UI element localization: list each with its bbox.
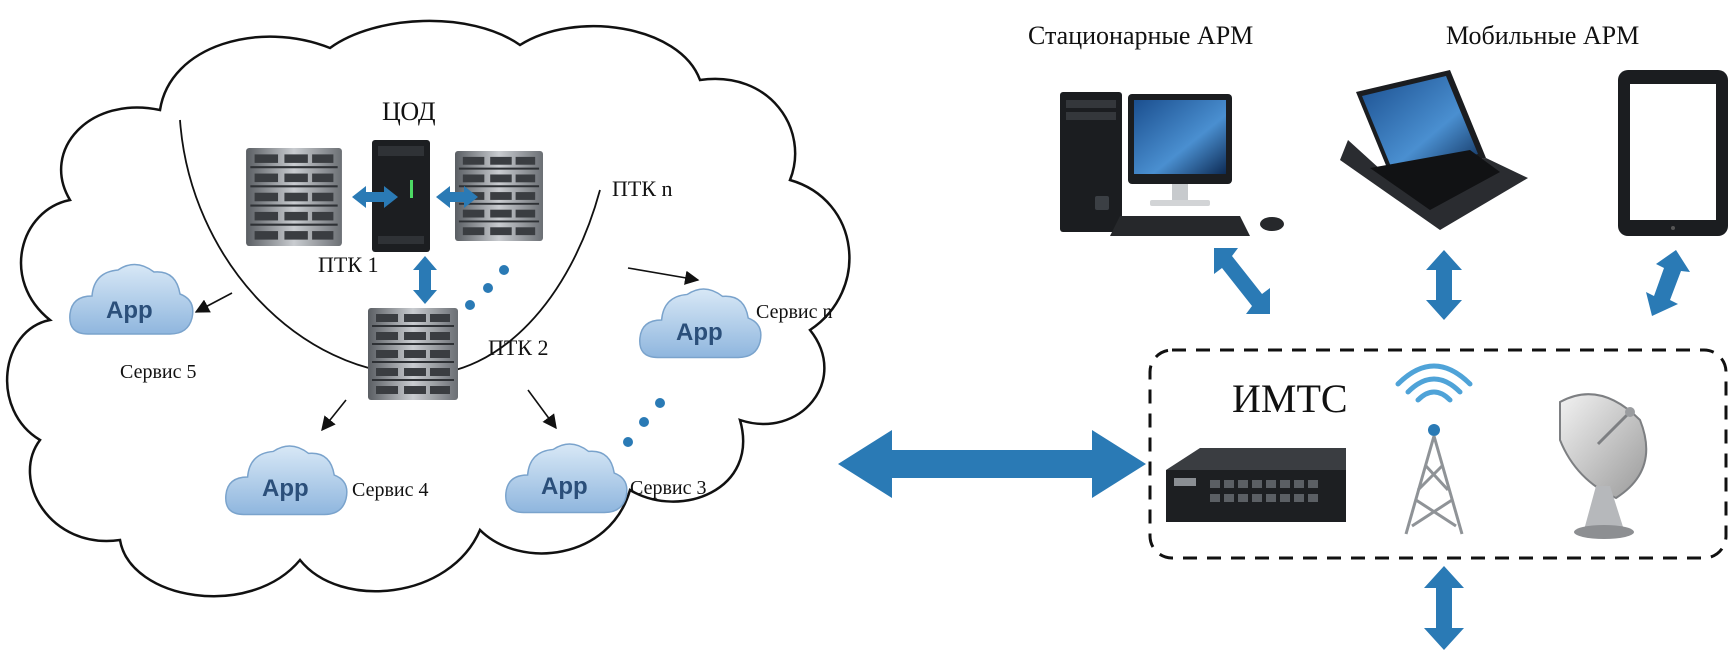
service-4: App Сервис 4: [224, 445, 428, 516]
service-3-label: Сервис 3: [630, 477, 706, 499]
stationary-workstations-title: Стационарные АРМ: [1028, 21, 1253, 50]
network-switch-icon: [1166, 448, 1346, 522]
service-n-label: Сервис n: [756, 301, 832, 323]
central-server-icon: [372, 140, 430, 252]
service-connectors: [194, 267, 700, 432]
ptk1-server-icon: [246, 148, 342, 246]
ptk1-label: ПТК 1: [318, 252, 379, 277]
imts-title: ИМТС: [1232, 376, 1348, 421]
service-3: App Сервис 3: [504, 443, 706, 514]
service-5-label: Сервис 5: [120, 361, 196, 383]
service-4-app: App: [262, 475, 309, 502]
cloud-imts-link-arrow: [838, 430, 1146, 498]
service-n: App Сервис n: [638, 288, 832, 359]
imts-boundary: [1148, 348, 1728, 560]
laptop-imts-link-arrow: [1426, 250, 1462, 320]
imts-bottom-link-arrow: [1424, 566, 1464, 650]
tablet-imts-link-arrow: [1646, 250, 1690, 316]
desktop-imts-link-arrow: [1214, 248, 1270, 314]
ellipsis-dots-services: [623, 398, 665, 447]
mobile-workstations-title: Мобильные АРМ: [1446, 21, 1639, 50]
service-3-app: App: [541, 473, 588, 500]
ptk2-server-icon: [368, 306, 458, 402]
service-n-app: App: [676, 319, 723, 346]
ptkn-label: ПТК n: [612, 176, 673, 201]
link-arrow-ptk1-center: [352, 186, 398, 208]
ellipsis-dots-ptk: [465, 265, 509, 310]
radio-tower-icon: [1395, 363, 1473, 535]
link-arrow-center-ptkn: [436, 186, 478, 208]
ptk2-label: ПТК 2: [488, 335, 549, 360]
satellite-dish-icon: [1559, 393, 1648, 539]
datacenter-title: ЦОД: [382, 97, 436, 126]
tablet-icon: [1618, 70, 1728, 236]
service-5: App Сервис 5: [69, 263, 196, 383]
desktop-computer-icon: [1060, 92, 1284, 236]
service-4-label: Сервис 4: [352, 479, 428, 501]
link-arrow-center-ptk2: [413, 256, 437, 304]
service-5-app: App: [106, 297, 153, 324]
laptop-icon: [1340, 70, 1528, 230]
